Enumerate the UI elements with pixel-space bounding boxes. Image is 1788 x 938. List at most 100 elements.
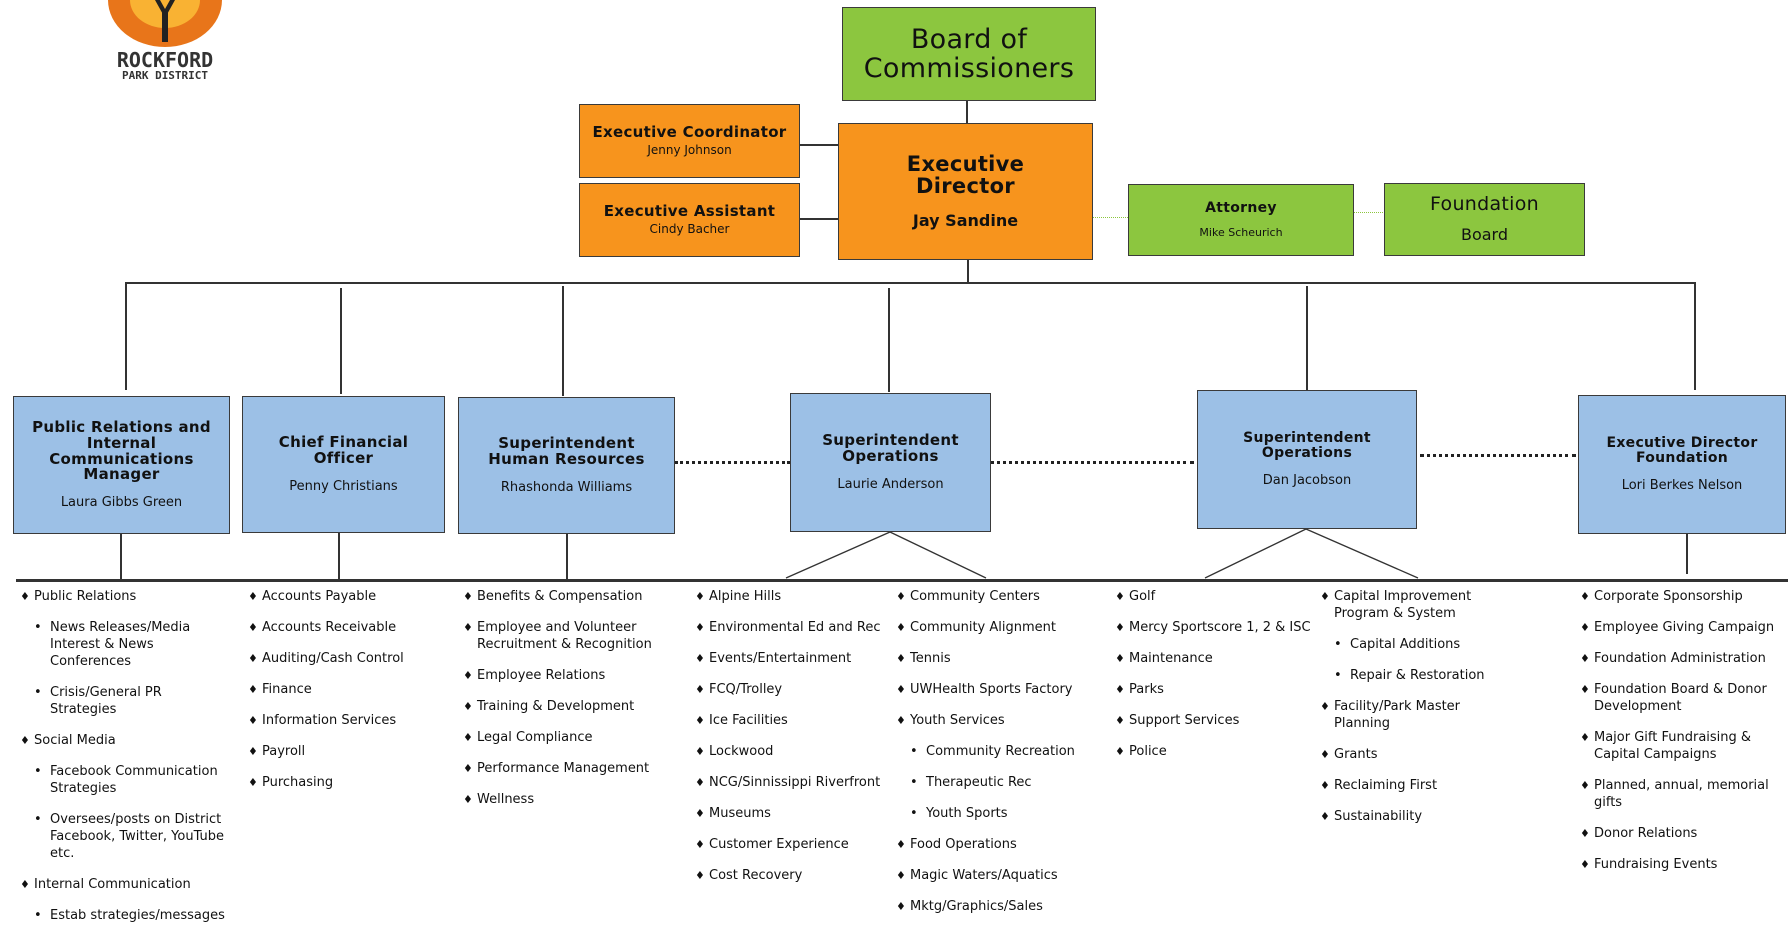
list-divider-line <box>16 579 1788 582</box>
list-item: Fundraising Events <box>1580 856 1785 873</box>
connector-attorney <box>1092 217 1128 218</box>
list-item: Finance <box>248 681 418 698</box>
executive-coordinator-box: Executive Coordinator Jenny Johnson <box>579 104 800 178</box>
dept-title-cfo: Chief Financial Officer <box>278 433 409 467</box>
executive-assistant-name: Cindy Bacher <box>649 221 730 236</box>
drop-ops1 <box>888 288 890 392</box>
dept-name-pr: Laura Gibbs Green <box>60 495 183 510</box>
foundation-board-title: Foundation <box>1429 193 1540 216</box>
connector-assistant <box>800 218 838 220</box>
list-item: NCG/Sinnissippi Riverfront <box>695 774 895 791</box>
list-item: Benefits & Compensation <box>463 588 668 605</box>
dept-name-cfo: Penny Christians <box>289 478 398 494</box>
executive-assistant-box: Executive Assistant Cindy Bacher <box>579 183 800 257</box>
sub-item: Facebook Communication Strategies <box>20 763 225 797</box>
list-item: Employee Relations <box>463 667 668 684</box>
dept-title-pr: Public Relations and Internal Communicat… <box>32 418 211 484</box>
list-ops2b: Capital Improvement Program & SystemCapi… <box>1320 588 1490 839</box>
foundation-board-box: Foundation Board <box>1384 183 1585 256</box>
foundation-board-name: Board <box>1460 224 1509 244</box>
list-item: Police <box>1115 743 1325 760</box>
sub-item: Repair & Restoration <box>1320 667 1490 684</box>
attorney-title: Attorney <box>1205 200 1277 217</box>
list-item: Ice Facilities <box>695 712 895 729</box>
sub-item: Oversees/posts on District Facebook, Twi… <box>20 811 225 862</box>
list-item: FCQ/Trolley <box>695 681 895 698</box>
list-item: Mktg/Graphics/Sales <box>896 898 1096 915</box>
list-item: Payroll <box>248 743 418 760</box>
list-item: Donor Relations <box>1580 825 1785 842</box>
list-item: Auditing/Cash Control <box>248 650 418 667</box>
dept-title-hr: Superintendent Human Resources <box>488 434 645 468</box>
list-item: Major Gift Fundraising & Capital Campaig… <box>1580 729 1785 763</box>
dotted-ops2-fdn <box>1420 454 1576 457</box>
drop-pr-list <box>120 534 122 580</box>
dept-title-ops1: Superintendent Operations <box>822 431 959 465</box>
list-item: Performance Management <box>463 760 668 777</box>
list-item: Customer Experience <box>695 836 895 853</box>
list-item: Museums <box>695 805 895 822</box>
list-item: Employee and Volunteer Recruitment & Rec… <box>463 619 668 653</box>
attorney-name: Mike Scheurich <box>1199 225 1283 239</box>
list-item: Training & Development <box>463 698 668 715</box>
list-item: Internal Communication <box>20 876 225 893</box>
list-item: Food Operations <box>896 836 1096 853</box>
list-item: Public Relations <box>20 588 225 605</box>
list-item: Purchasing <box>248 774 418 791</box>
list-item: Accounts Receivable <box>248 619 418 636</box>
dept-title-ops2: Superintendent Operations <box>1243 430 1371 461</box>
list-item: Employee Giving Campaign <box>1580 619 1785 636</box>
connector-board-director <box>966 101 968 123</box>
executive-director-name: Jay Sandine <box>912 211 1019 231</box>
list-item: Community Alignment <box>896 619 1096 636</box>
executive-director-title: Executive Director <box>906 151 1025 198</box>
list-item: Information Services <box>248 712 418 729</box>
list-item: Tennis <box>896 650 1096 667</box>
logo-emblem-icon <box>108 0 222 47</box>
list-item: Foundation Administration <box>1580 650 1785 667</box>
list-pr: Public RelationsNews Releases/Media Inte… <box>20 588 225 938</box>
logo-subtitle: PARK DISTRICT <box>121 69 209 82</box>
list-item: Environmental Ed and Rec <box>695 619 895 636</box>
dept-box-pr: Public Relations and Internal Communicat… <box>13 396 230 534</box>
executive-coordinator-name: Jenny Johnson <box>647 142 732 157</box>
list-item: Community Centers <box>896 588 1096 605</box>
list-item: Social Media <box>20 732 225 749</box>
executive-assistant-title: Executive Assistant <box>603 202 776 221</box>
sub-item: Crisis/General PR Strategies <box>20 684 225 718</box>
list-item: Facility/Park Master Planning <box>1320 698 1490 732</box>
dept-box-hr: Superintendent Human Resources Rhashonda… <box>458 397 675 534</box>
dept-name-ops1: Laurie Anderson <box>837 476 944 492</box>
list-cfo: Accounts PayableAccounts ReceivableAudit… <box>248 588 418 805</box>
connector-foundation-board <box>1353 212 1385 213</box>
connector-director-down <box>967 259 969 283</box>
board-of-commissioners-box: Board of Commissioners <box>842 7 1096 101</box>
list-item: Cost Recovery <box>695 867 895 884</box>
sub-item: Estab strategies/messages <box>20 907 225 924</box>
dept-name-ops2: Dan Jacobson <box>1262 472 1352 488</box>
list-item: Parks <box>1115 681 1325 698</box>
executive-director-box: Executive Director Jay Sandine <box>838 123 1093 260</box>
list-hr: Benefits & CompensationEmployee and Volu… <box>463 588 668 822</box>
list-item: Maintenance <box>1115 650 1325 667</box>
list-item: Legal Compliance <box>463 729 668 746</box>
dept-name-hr: Rhashonda Williams <box>500 479 633 495</box>
logo: ROCKFORD PARK DISTRICT <box>100 0 230 82</box>
dept-box-ops2: Superintendent Operations Dan Jacobson <box>1197 390 1417 529</box>
list-item: Accounts Payable <box>248 588 418 605</box>
list-item: Grants <box>1320 746 1490 763</box>
sub-item: News Releases/Media Interest & News Conf… <box>20 619 225 670</box>
drop-fdn-list <box>1686 534 1688 574</box>
list-item: Wellness <box>463 791 668 808</box>
list-item: Golf <box>1115 588 1325 605</box>
executive-coordinator-title: Executive Coordinator <box>592 123 787 142</box>
list-item: Magic Waters/Aquatics <box>896 867 1096 884</box>
list-fdn: Corporate SponsorshipEmployee Giving Cam… <box>1580 588 1785 887</box>
list-item: Youth Services <box>896 712 1096 729</box>
list-item: Reclaiming First <box>1320 777 1490 794</box>
dotted-ops1-ops2 <box>990 461 1194 464</box>
list-ops1b: Community CentersCommunity AlignmentTenn… <box>896 588 1096 929</box>
list-item: Alpine Hills <box>695 588 895 605</box>
sub-item: Youth Sports <box>896 805 1096 822</box>
drop-cfo-list <box>338 532 340 580</box>
